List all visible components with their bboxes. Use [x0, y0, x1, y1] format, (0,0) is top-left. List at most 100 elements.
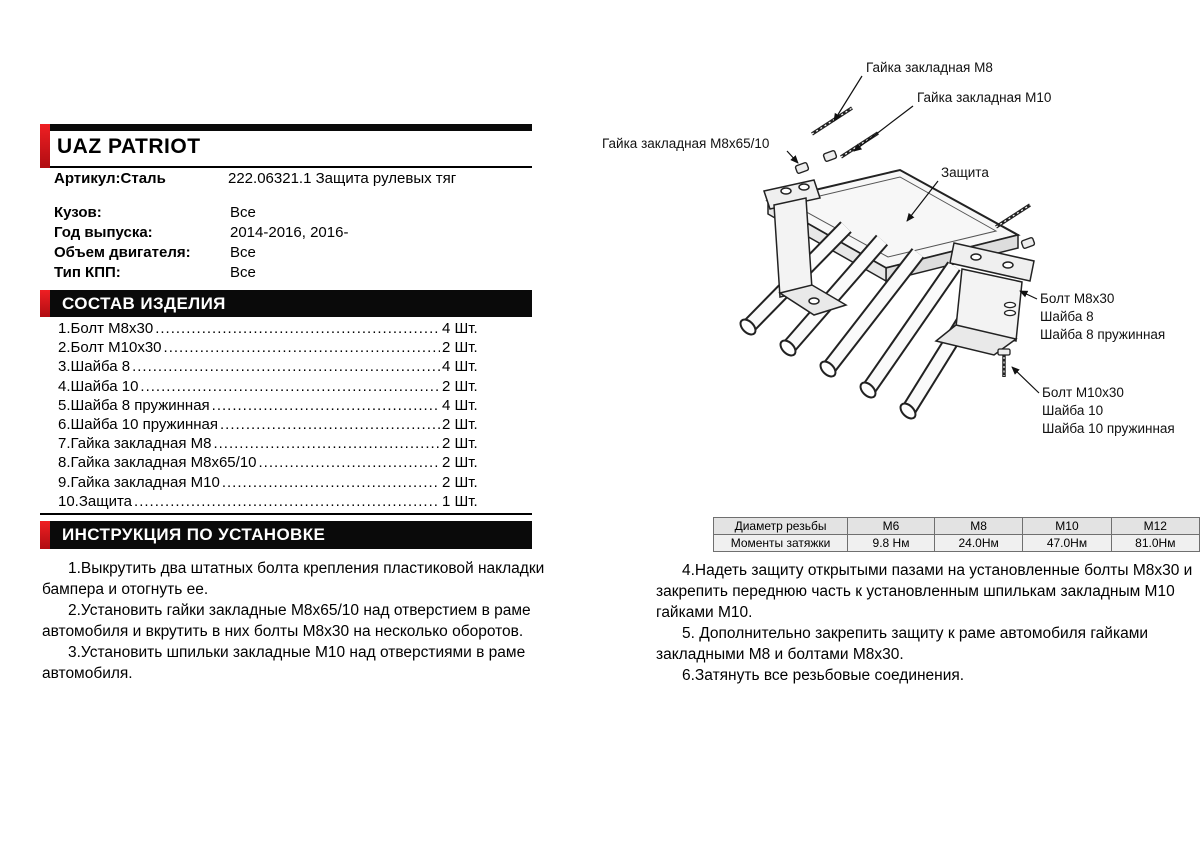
section-bar-background	[50, 290, 532, 317]
torque-value-cell: Моменты затяжки	[712, 534, 849, 552]
part-row: 8.Гайка закладная М8х65/10 2 Шт.	[58, 454, 494, 473]
brand-title: UAZ PATRIOT	[57, 135, 201, 158]
dot-leader	[164, 339, 440, 356]
torque-header-cell: М8	[933, 517, 1024, 535]
tube-mouth	[779, 339, 797, 357]
bolt-hole	[808, 297, 820, 305]
part-name: 2.Болт М10х30	[58, 339, 162, 357]
slot-hole	[798, 183, 810, 191]
stud-bolt-icon	[811, 106, 853, 136]
horizontal-rule	[40, 513, 532, 515]
header-top-rule	[50, 124, 532, 131]
torque-value-cell: 81.0Нм	[1110, 534, 1200, 552]
callout-label-bolt-m10x30: Болт М10х30	[1042, 385, 1124, 400]
part-name: 9.Гайка закладная М10	[58, 473, 220, 491]
part-row: 7.Гайка закладная М8 2 Шт.	[58, 435, 494, 454]
tube-mouth	[899, 402, 917, 420]
spec-list: Кузов:Все Год выпуска:2014-2016, 2016- О…	[54, 203, 348, 283]
part-qty: 2 Шт.	[442, 377, 478, 395]
part-qty: 2 Шт.	[442, 415, 478, 433]
part-name: 4.Шайба 10	[58, 377, 139, 395]
part-qty: 4 Шт.	[442, 358, 478, 376]
callout-label-nut-m10: Гайка закладная М10	[917, 90, 1051, 105]
rivet-nut-icon	[794, 162, 810, 174]
spec-row-engine: Объем двигателя: Все	[54, 243, 348, 263]
stud-bolt-icon	[995, 203, 1031, 229]
spec-value: Все	[230, 244, 256, 261]
slot-hole	[780, 187, 792, 195]
part-qty: 1 Шт.	[442, 492, 478, 510]
instruction-step-6: 6.Затянуть все резьбовые соединения.	[682, 667, 965, 684]
dot-leader	[155, 320, 440, 337]
dot-leader	[220, 416, 440, 433]
spec-label: Объем двигателя:	[54, 244, 191, 261]
spec-value: Все	[230, 264, 256, 281]
callout-label-nut-m8: Гайка закладная М8	[866, 60, 993, 75]
part-name: 5.Шайба 8 пружинная	[58, 396, 210, 414]
article-value: 222.06321.1 Защита рулевых тяг	[228, 170, 457, 187]
part-row: 1.Болт М8х30 4 Шт.	[58, 320, 494, 339]
parts-list: 1.Болт М8х30 4 Шт. 2.Болт М10х30 2 Шт. 3…	[58, 320, 494, 512]
torque-table-values-row: Моменты затяжки 9.8 Нм 24.0Нм 47.0Нм 81.…	[712, 534, 1200, 552]
part-name: 8.Гайка закладная М8х65/10	[58, 454, 257, 472]
callout-leader-line	[786, 150, 799, 164]
callout-label-washer10-spring: Шайба 10 пружинная	[1042, 421, 1175, 436]
part-row: 6.Шайба 10 пружинная 2 Шт.	[58, 416, 494, 435]
brand-header-inner: UAZ PATRIOT	[50, 124, 532, 168]
red-accent-bar	[40, 521, 50, 549]
callout-label-washer10: Шайба 10	[1042, 403, 1103, 418]
instruction-step-5: 5. Дополнительно закрепить защиту к раме…	[656, 625, 1149, 663]
part-row: 9.Гайка закладная М10 2 Шт.	[58, 474, 494, 493]
part-name: 10.Защита	[58, 492, 133, 510]
part-qty: 2 Шт.	[442, 339, 478, 357]
tube	[859, 261, 961, 399]
part-name: 3.Шайба 8	[58, 358, 131, 376]
slot-hole	[1002, 261, 1014, 269]
tube-mouth	[859, 381, 877, 399]
dot-leader	[134, 493, 440, 510]
slot-hole	[970, 253, 982, 261]
tube	[819, 248, 925, 378]
callout-label-washer8: Шайба 8	[1040, 309, 1094, 324]
part-row: 3.Шайба 8 4 Шт.	[58, 358, 494, 377]
article-label: Артикул:Сталь	[54, 170, 166, 187]
dot-leader	[132, 358, 440, 375]
part-qty: 4 Шт.	[442, 320, 478, 337]
part-qty: 2 Шт.	[442, 435, 478, 453]
part-row: 4.Шайба 10 2 Шт.	[58, 378, 494, 397]
dot-leader	[259, 454, 440, 471]
part-row: 10.Защита 1 Шт.	[58, 493, 494, 512]
torque-header-cell: М6	[847, 517, 935, 535]
dot-leader	[140, 378, 440, 395]
part-row: 2.Болт М10х30 2 Шт.	[58, 339, 494, 358]
part-name: 6.Шайба 10 пружинная	[58, 415, 218, 433]
red-accent-bar	[40, 290, 50, 317]
torque-header-cell: М12	[1110, 517, 1200, 535]
bolt-icon	[997, 348, 1011, 377]
tube-mouth	[739, 318, 757, 336]
plate-inner-frame	[788, 176, 998, 258]
torque-header-cell: М10	[1022, 517, 1112, 535]
callout-label-nut-m8x65: Гайка закладная М8х65/10	[602, 136, 769, 151]
installation-section-title: ИНСТРУКЦИЯ ПО УСТАНОВКЕ	[62, 525, 326, 544]
instructions-right-column: 4.Надеть защиту открытыми пазами на уста…	[656, 560, 1196, 686]
parts-section-title: СОСТАВ ИЗДЕЛИЯ	[62, 294, 226, 313]
red-accent-bar	[40, 124, 50, 168]
bolt-washer-stack-icon	[1003, 301, 1017, 317]
parts-section-header: СОСТАВ ИЗДЕЛИЯ	[40, 290, 532, 317]
tube	[779, 234, 889, 357]
torque-header-cell: Диаметр резьбы	[712, 517, 849, 535]
torque-table-header-row: Диаметр резьбы М6 М8 М10 М12	[712, 517, 1200, 535]
dot-leader	[222, 474, 440, 491]
rivet-nut-icon	[1020, 237, 1036, 249]
brand-header: UAZ PATRIOT	[40, 124, 532, 168]
torque-value-cell: 47.0Нм	[1022, 534, 1112, 552]
callout-leader-line	[853, 105, 914, 152]
section-bar-background	[50, 521, 532, 549]
callout-label-shield: Защита	[941, 165, 989, 180]
callout-leader-line	[1019, 290, 1038, 300]
spec-label: Тип КПП:	[54, 264, 121, 281]
article-row: Артикул:Сталь 222.06321.1 Защита рулевых …	[54, 170, 456, 187]
exploded-view-diagram: Гайка закладная М8 Гайка закладная М10 Г…	[602, 60, 1175, 436]
